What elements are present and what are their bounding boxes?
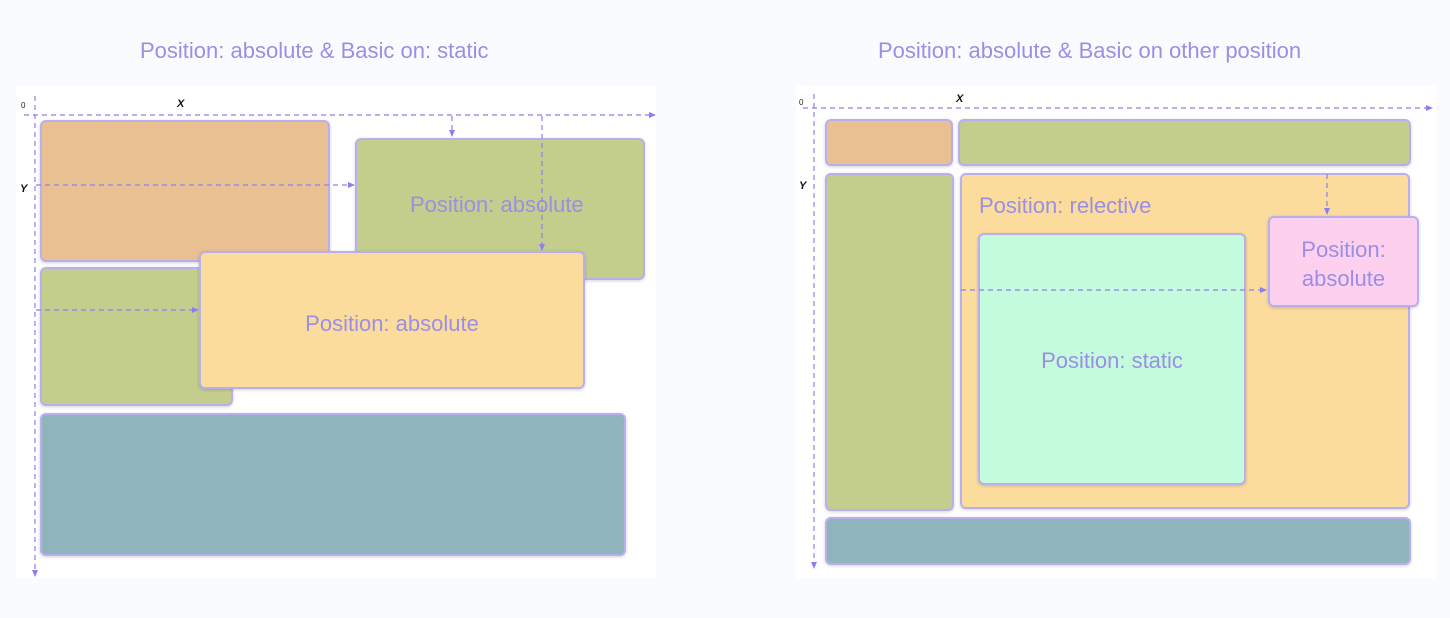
right-origin-label: 0 [799, 98, 804, 107]
right-diagram-title: Position: absolute & Basic on other posi… [878, 38, 1302, 63]
left-origin-label: 0 [21, 101, 26, 110]
right-relative-label: Position: relective [979, 193, 1152, 218]
left-static-orange-box [40, 120, 330, 262]
left-absolute-yellow-box: Position: absolute [199, 251, 585, 389]
left-x-axis-label: X [177, 98, 185, 110]
right-x-axis-label: X [956, 93, 964, 105]
right-absolute-label-line1: Position: [1301, 237, 1386, 262]
left-y-axis-label: Y [20, 183, 28, 195]
right-static-mint-box: Position: static [978, 233, 1246, 485]
left-diagram-title: Position: absolute & Basic on: static [140, 38, 489, 63]
right-y-axis-label: Y [799, 180, 807, 192]
right-teal-footer-box [825, 517, 1411, 565]
right-olive-sidebar-box [825, 173, 954, 511]
left-static-teal-box [40, 413, 626, 556]
right-static-label: Position: static [1041, 348, 1183, 373]
right-olive-top-box [958, 119, 1411, 166]
right-absolute-pink-box: Position: absolute [1268, 216, 1419, 307]
left-absolute-olive-label: Position: absolute [410, 192, 584, 217]
right-orange-box [825, 119, 953, 166]
left-absolute-yellow-label: Position: absolute [305, 311, 479, 336]
right-absolute-label-line2: absolute [1301, 266, 1386, 291]
